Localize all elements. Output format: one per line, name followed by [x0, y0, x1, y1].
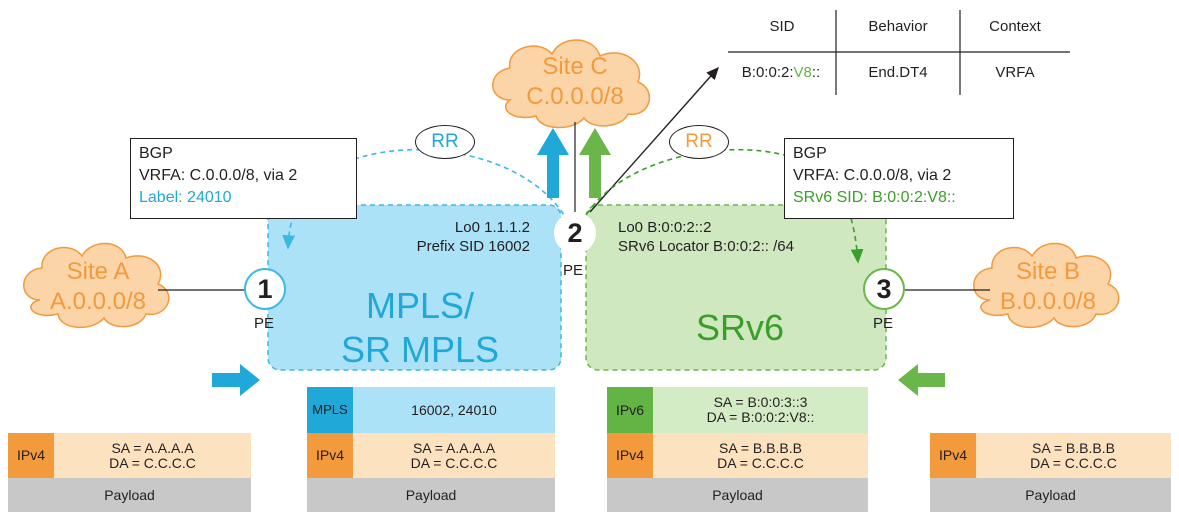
- packet-2-ipv4-sa: SA = A.A.A.A: [412, 440, 496, 456]
- node2-mpls-lo0: Lo0 1.1.1.2: [454, 219, 530, 236]
- packet-1-ipv4-sa: SA = A.A.A.A: [111, 440, 194, 456]
- site-a-cloud: [23, 242, 170, 329]
- packet-2-ipv4-body: SA = A.A.A.A DA = C.C.C.C: [353, 433, 555, 478]
- site-a-name: Site A: [66, 258, 130, 285]
- packet-1-ipv4-label: IPv4: [8, 433, 54, 478]
- packet-1-ipv4-da: DA = C.C.C.C: [109, 455, 196, 471]
- bgp-box-left: BGP VRFA: C.0.0.0/8, via 2 Label: 24010: [130, 138, 357, 219]
- packet-2-ipv4-label: IPv4: [307, 433, 353, 478]
- packet-3-payload: Payload: [607, 478, 868, 512]
- sid-table-header-sid: SID: [769, 18, 795, 35]
- packet-4-ipv4-body: SA = B.B.B.B DA = C.C.C.C: [976, 433, 1171, 478]
- sid-table-header-behavior: Behavior: [868, 18, 928, 35]
- packet-2-mpls-label: MPLS: [307, 387, 353, 433]
- bgp-left-label: Label: 24010: [139, 189, 232, 206]
- node2-srv6-info: Lo0 B:0:0:2::2 SRv6 Locator B:0:0:2:: /6…: [618, 218, 838, 256]
- packet-4-ipv4-label: IPv4: [930, 433, 976, 478]
- packet-3-ipv4-sa: SA = B.B.B.B: [719, 440, 802, 456]
- packet-3-ipv4-da: DA = C.C.C.C: [717, 455, 804, 471]
- site-a-label: Site A A.0.0.0/8: [28, 257, 168, 317]
- node2-srv6-locator: SRv6 Locator B:0:0:2:: /64: [618, 238, 794, 255]
- node2-mpls-info: Lo0 1.1.1.2 Prefix SID 16002: [360, 218, 530, 256]
- bgp-left-route: VRFA: C.0.0.0/8, via 2: [139, 167, 298, 184]
- packet-3-ipv4-body: SA = B.B.B.B DA = C.C.C.C: [653, 433, 868, 478]
- site-c-prefix: C.0.0.0/8: [526, 83, 624, 110]
- packet-1-payload: Payload: [8, 478, 251, 512]
- packet-3-ipv4-label: IPv4: [607, 433, 653, 478]
- pe-node-3-role: PE: [873, 315, 894, 332]
- green-left-arrow: [898, 364, 945, 396]
- sid-table-cell-sid: B:0:0:2:V8::: [722, 64, 840, 81]
- packet-2-ipv4-da: DA = C.C.C.C: [410, 455, 498, 471]
- bgp-right-title: BGP: [793, 145, 827, 162]
- sid-table-cell-behavior: End.DT4: [868, 64, 928, 81]
- bgp-right-sid: SRv6 SID: B:0:0:2:V8::: [793, 189, 956, 206]
- route-reflector-left[interactable]: RR: [415, 125, 475, 159]
- packet-4-ipv4-sa: SA = B.B.B.B: [1032, 440, 1115, 456]
- pe-node-1[interactable]: 1: [244, 268, 286, 310]
- site-b-name: Site B: [1015, 258, 1081, 285]
- packet-1-ipv4-body: SA = A.A.A.A DA = C.C.C.C: [54, 433, 251, 478]
- advertisement-curve-srv6: [581, 148, 864, 264]
- mpls-region-line1: MPLS/: [365, 285, 475, 326]
- blue-up-arrow: [537, 128, 569, 198]
- packet-2-payload: Payload: [307, 478, 555, 512]
- sid-suffix: ::: [811, 64, 821, 81]
- packet-4-payload: Payload: [930, 478, 1171, 512]
- site-c-label: Site C C.0.0.0/8: [500, 52, 650, 112]
- packet-3-ipv6-body: SA = B:0:0:3::3 DA = B:0:0:2:V8::: [653, 387, 868, 433]
- site-b-prefix: B.0.0.0/8: [999, 288, 1097, 315]
- route-reflector-right[interactable]: RR: [669, 125, 729, 159]
- packet-2-mpls-stack: 16002, 24010: [353, 387, 555, 433]
- mpls-region-label: MPLS/ SR MPLS: [320, 284, 520, 372]
- pe-node-1-role: PE: [254, 315, 275, 332]
- packet-3-ipv6-sa: SA = B:0:0:3::3: [713, 394, 808, 410]
- site-b-cloud: [973, 242, 1120, 329]
- sid-function: V8: [793, 64, 812, 81]
- bgp-left-title: BGP: [139, 145, 173, 162]
- pe-node-2[interactable]: 2: [554, 212, 596, 254]
- sid-table-cell-context: VRFA: [995, 64, 1035, 81]
- node2-srv6-lo0: Lo0 B:0:0:2::2: [618, 219, 712, 236]
- packet-3-ipv6-label: IPv6: [607, 387, 653, 433]
- site-c-name: Site C: [542, 53, 608, 80]
- site-c-cloud: [492, 39, 651, 129]
- sid-table-header-context: Context: [989, 18, 1041, 35]
- node2-prefix-sid: Prefix SID 16002: [416, 238, 530, 255]
- pe-node-3[interactable]: 3: [863, 268, 905, 310]
- site-b-label: Site B B.0.0.0/8: [978, 257, 1118, 317]
- mpls-region-line2: SR MPLS: [340, 329, 500, 370]
- site-a-prefix: A.0.0.0/8: [49, 288, 147, 315]
- sid-prefix: B:0:0:2:: [741, 64, 794, 81]
- bgp-right-route: VRFA: C.0.0.0/8, via 2: [793, 167, 952, 184]
- packet-4-ipv4-da: DA = C.C.C.C: [1030, 455, 1117, 471]
- packet-3-ipv6-da: DA = B:0:0:2:V8::: [706, 409, 815, 425]
- srv6-region-label: SRv6: [695, 307, 785, 348]
- blue-right-arrow: [212, 364, 260, 396]
- pe-node-2-role: PE: [563, 262, 584, 279]
- srv6-region: [585, 204, 887, 371]
- green-up-arrow: [579, 128, 611, 198]
- bgp-box-right: BGP VRFA: C.0.0.0/8, via 2 SRv6 SID: B:0…: [784, 138, 1014, 219]
